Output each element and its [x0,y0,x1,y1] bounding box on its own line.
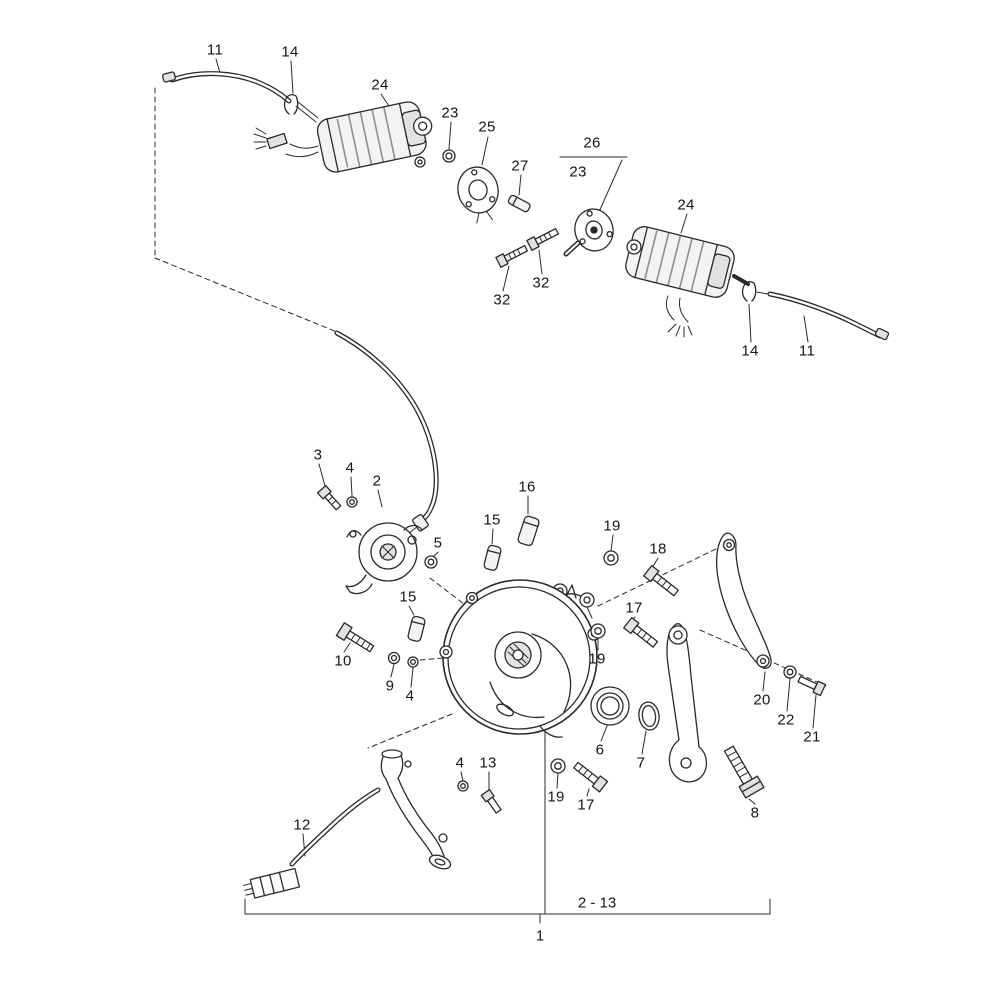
part-label-20: 20 [753,691,771,709]
washer-4-lower [457,780,469,792]
nut-23-upper [442,149,456,163]
part-label-32-left: 32 [493,291,511,309]
cable-main [334,330,439,537]
part-label-24-left: 24 [371,76,389,94]
part-label-11-right: 11 [798,342,816,360]
part-label-19-lower: 19 [547,788,565,806]
part-label-19-mid: 19 [588,650,606,668]
part-label-12: 12 [293,816,311,834]
part-label-23-upper: 23 [441,104,459,122]
part-label-23-flange: 23 [569,163,587,181]
retaining-clip-left [283,93,299,115]
bolt-21 [797,675,827,697]
screw-13 [480,788,502,814]
part-label-22: 22 [777,711,795,729]
part-label-4-lower: 4 [455,754,465,772]
part-label-15-lower: 15 [399,588,417,606]
part-label-16: 16 [518,478,536,496]
washer-4-mid [407,656,419,668]
part-label-4-upper: 4 [345,459,355,477]
part-label-5: 5 [433,534,443,552]
part-label-11-left: 11 [206,41,224,59]
bolt-17-upper [623,616,659,648]
motor-right [625,226,750,338]
part-label-13: 13 [479,754,497,772]
group-range-label: 2 - 13 [577,894,617,912]
part-label-17-upper: 17 [625,599,643,617]
part-label-17-lower: 17 [577,796,595,814]
motor-left [253,101,433,173]
washer-22 [783,665,797,679]
construction-lines [154,87,827,914]
part-label-32-right: 32 [532,274,550,292]
part-label-25: 25 [478,118,496,136]
bolt-17-lower [573,761,609,793]
screw-3 [316,484,342,511]
washer-5 [424,555,438,569]
washer-19-upper [603,550,619,566]
connector-plug [242,867,301,899]
sleeve-16 [517,515,540,547]
part-label-8: 8 [750,804,760,822]
main-housing [439,579,601,738]
screw-32-left [495,244,529,268]
cable-upper-left [161,71,319,123]
washer-19-lower [550,758,566,774]
sleeve-15-lower [407,615,426,642]
part-label-14-left: 14 [281,43,299,61]
group-bracket [244,898,771,924]
coupling-pin-27 [507,194,531,213]
part-label-4-mid: 4 [405,687,415,705]
part-label-3: 3 [313,446,323,464]
seal-6 [590,686,630,726]
washer-19-mid [590,623,606,639]
part-label-7: 7 [636,754,646,772]
o-ring-7 [638,701,660,731]
part-label-14-right: 14 [741,342,759,360]
washer-9 [387,651,401,665]
part-label-10: 10 [334,652,352,670]
drive-plate-25 [457,166,499,224]
retaining-clip-right [741,280,757,302]
sleeve-15-upper [483,544,502,571]
support-bracket-12 [242,749,452,899]
part-label-26: 26 [583,134,601,152]
bolt-18 [643,564,679,597]
cable-upper-right [756,291,890,341]
screw-32-right [526,227,560,251]
part-label-18: 18 [649,540,667,558]
washer-4-upper [346,496,358,508]
part-label-19-upper: 19 [603,517,621,535]
part-label-24-right: 24 [677,196,695,214]
part-label-9: 9 [385,677,395,695]
assembly-number-label: 1 [535,927,545,945]
bolt-10 [335,622,375,653]
flange-26 [563,208,614,257]
actuator-2 [345,522,423,595]
part-label-27: 27 [511,157,529,175]
part-label-6: 6 [595,741,605,759]
part-label-2: 2 [372,472,382,490]
bolt-8 [723,745,765,799]
leader-lines [215,58,817,857]
lever-arm-20 [716,532,772,669]
part-label-21: 21 [803,728,821,746]
pivot-arm [666,623,708,783]
part-label-15-upper: 15 [483,511,501,529]
